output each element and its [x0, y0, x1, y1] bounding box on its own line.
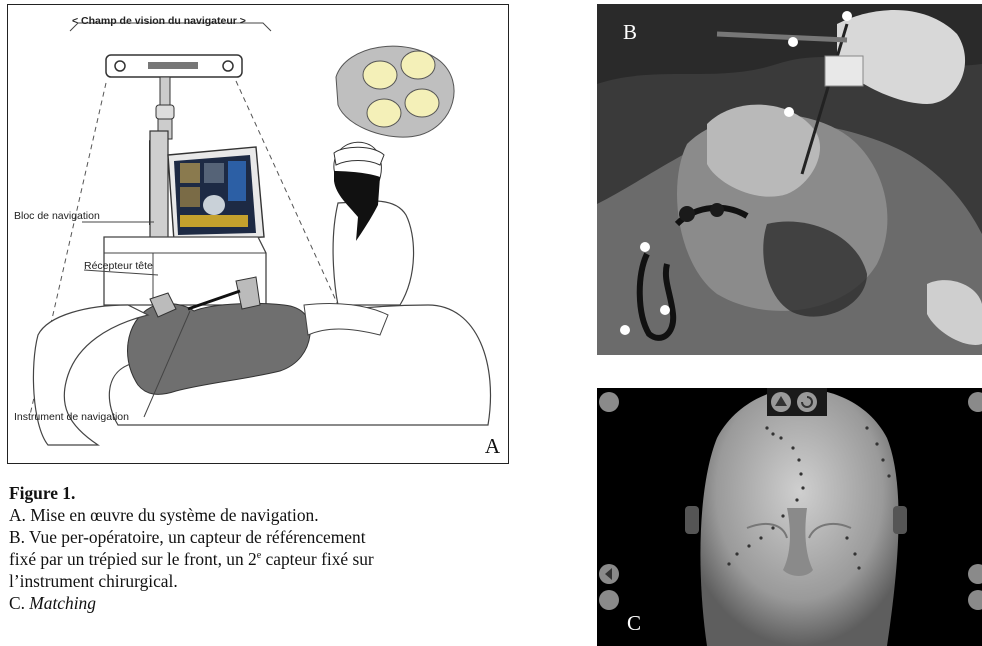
reflective-marker: [660, 305, 670, 315]
panel-b-letter: B: [623, 20, 637, 45]
navigation-setup-illustration: [8, 5, 509, 464]
rotate-icon: [797, 392, 817, 412]
reflective-marker: [788, 37, 798, 47]
caption-line-c-prefix: C.: [9, 593, 29, 613]
caption-line-b2-post: capteur fixé sur: [261, 549, 374, 569]
surgical-lamp: [336, 46, 454, 137]
caption-matching-term: Matching: [29, 593, 96, 613]
caption-line-b3: l’instrument chirurgical.: [9, 570, 584, 592]
surgeon: [333, 142, 413, 305]
caption-line-a: A. Mise en œuvre du système de navigatio…: [9, 504, 584, 526]
caption-title: Figure 1.: [9, 482, 584, 504]
matching-3d-render: [597, 388, 982, 646]
panel-c-matching-render: C: [597, 388, 982, 646]
patient: [33, 303, 490, 445]
camera-field-label: < Champ de vision du navigateur >: [72, 15, 246, 27]
label-instrument-navigation: Instrument de navigation: [14, 411, 129, 423]
caption-line-b2-pre: fixé par un trépied sur le front, un 2: [9, 549, 257, 569]
panel-a-navigation-setup: < Champ de vision du navigateur > Bloc d…: [7, 4, 509, 464]
reflective-marker: [784, 107, 794, 117]
figure-caption: Figure 1. A. Mise en œuvre du système de…: [9, 482, 584, 614]
intraoperative-photo: [597, 4, 982, 355]
rotate-left-icon: [599, 590, 619, 610]
panel-a-letter: A: [485, 434, 500, 459]
label-bloc-navigation: Bloc de navigation: [14, 210, 100, 222]
fit-view-icon: [599, 392, 619, 412]
panel-c-letter: C: [627, 611, 641, 636]
panel-b-intraoperative-photo: B: [597, 4, 982, 355]
reflective-marker: [640, 242, 650, 252]
caption-line-c: C. Matching: [9, 592, 584, 614]
reflective-marker: [842, 11, 852, 21]
caption-line-b1: B. Vue per-opératoire, un capteur de réf…: [9, 526, 584, 548]
caption-line-b2: fixé par un trépied sur le front, un 2e …: [9, 548, 584, 570]
reflective-marker: [620, 325, 630, 335]
label-recepteur-tete: Récepteur tête: [84, 260, 153, 272]
